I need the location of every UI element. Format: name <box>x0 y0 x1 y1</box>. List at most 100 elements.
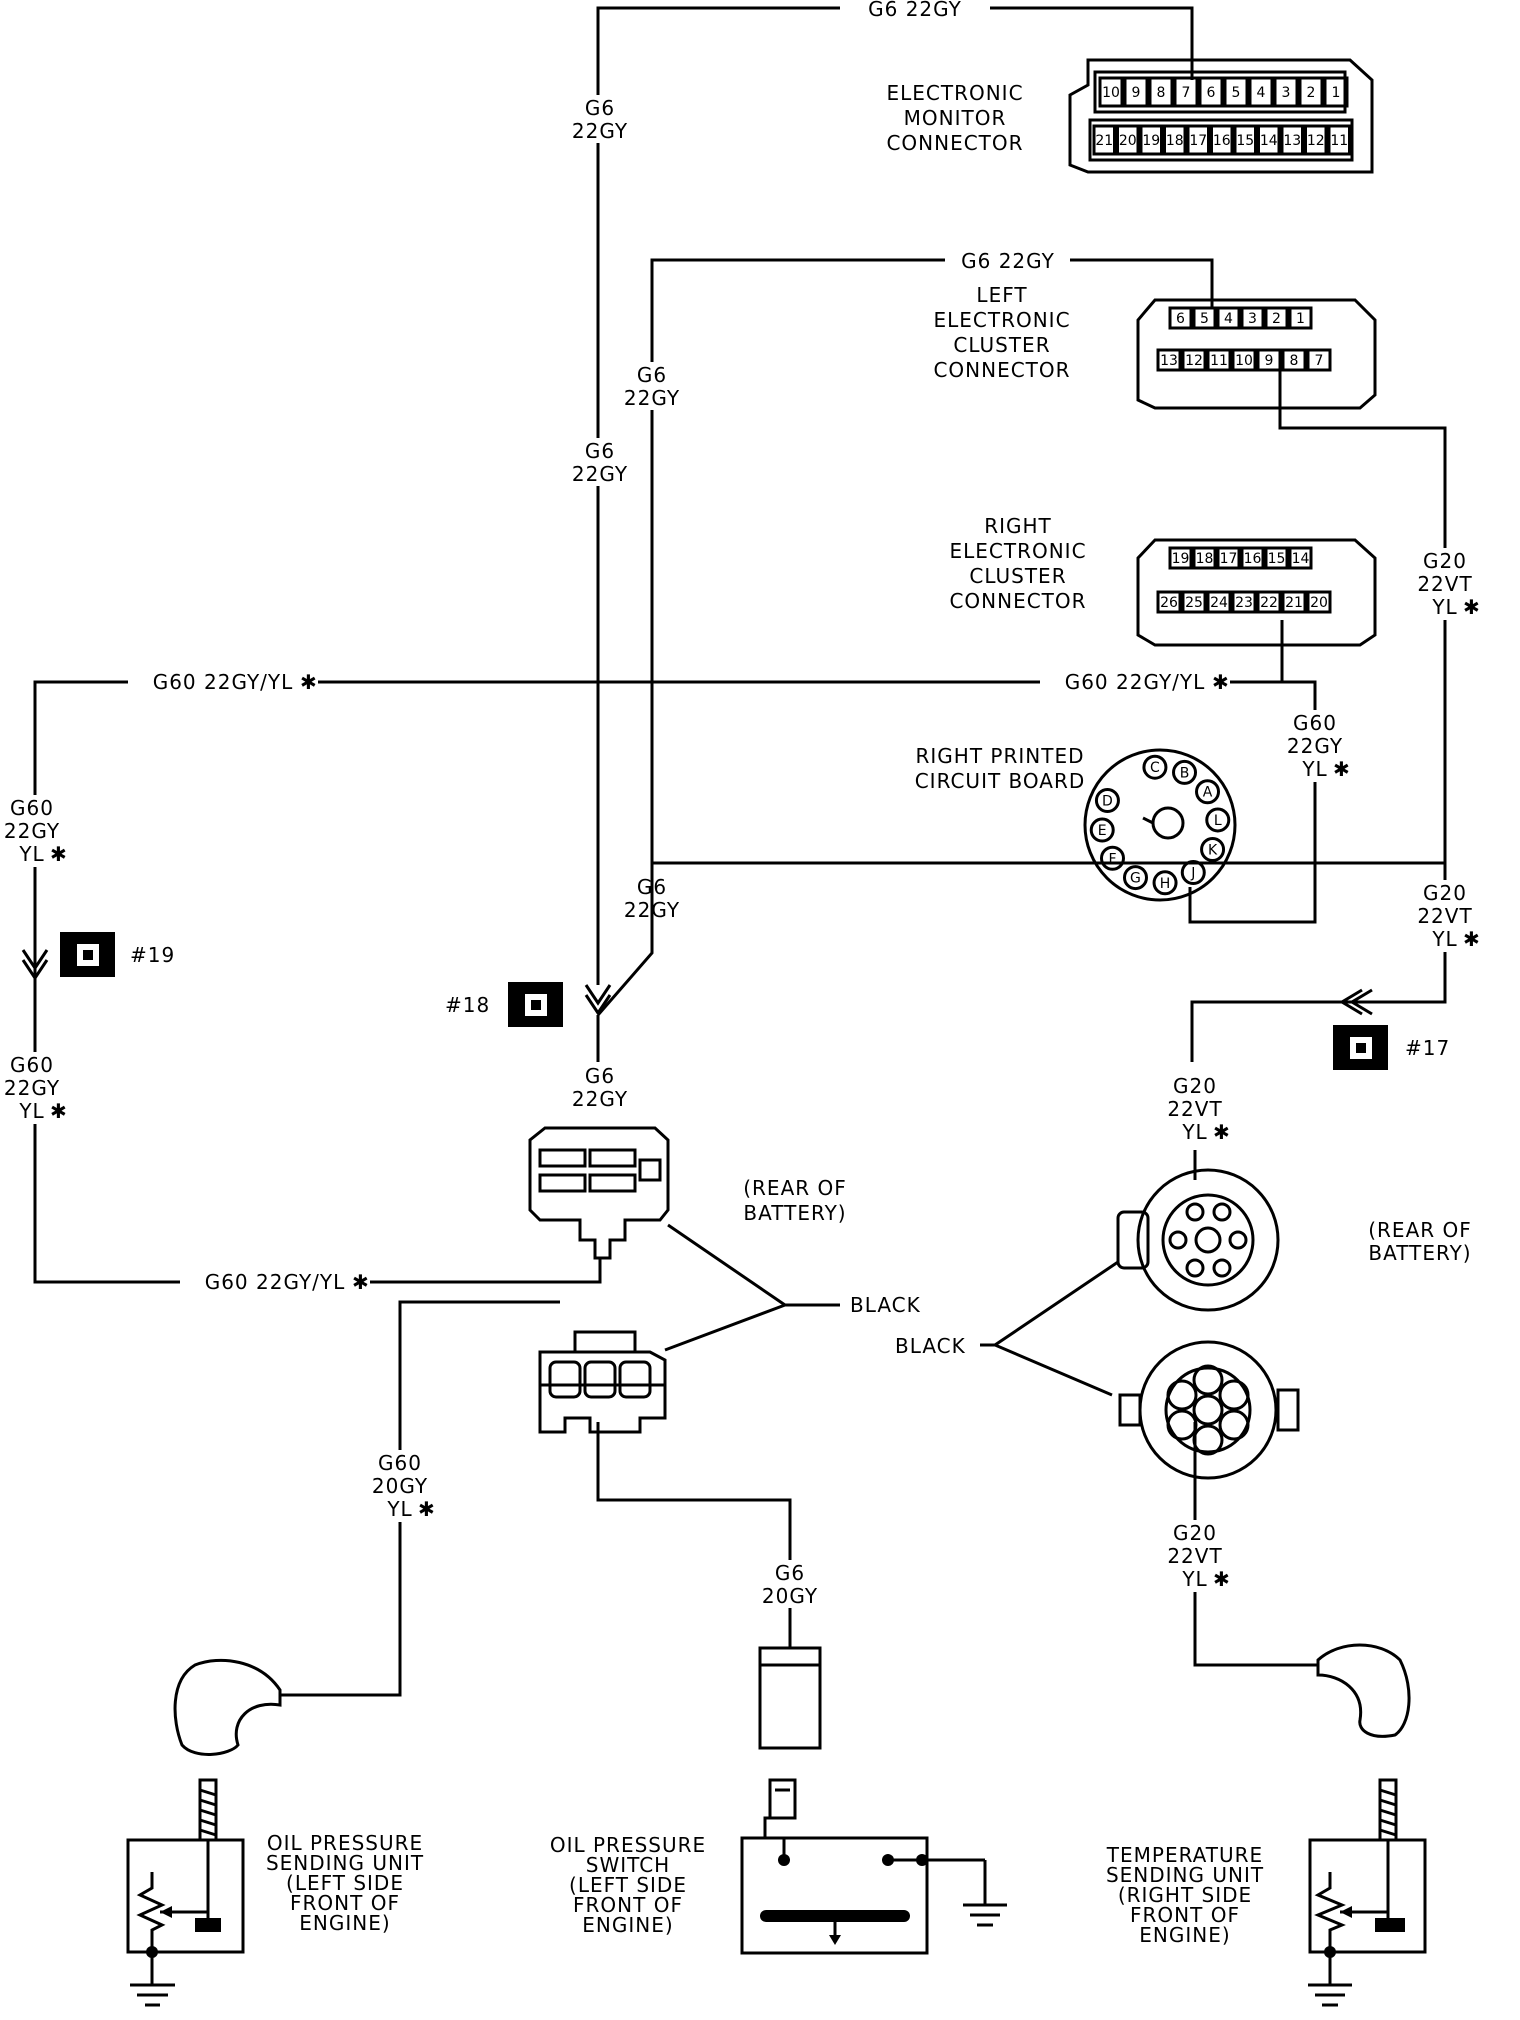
wire-label-g6-20gy-2: 20GY <box>762 1584 818 1608</box>
right-cluster-label-1: RIGHT <box>984 514 1052 538</box>
monitor-top-pin-number: 4 <box>1257 85 1266 101</box>
left-cluster-bottom-cavity <box>1281 348 1307 372</box>
monitor-top-cavity <box>1098 76 1124 108</box>
wire-label-g6-d2: 22GY <box>624 898 680 922</box>
left-cluster-bottom-cavity <box>1306 348 1332 372</box>
battery-connector-upper-right <box>1116 1168 1280 1312</box>
monitor-top-pin-number: 7 <box>1182 85 1191 101</box>
monitor-bottom-pin-number: 13 <box>1283 133 1301 149</box>
pcb-pin-circle <box>1180 860 1206 886</box>
left-cluster-bottom-pin-number: 8 <box>1290 353 1299 369</box>
left-cluster-bottom-pin-number: 13 <box>1160 353 1178 369</box>
wire-label-g60-left: G60 22GY/YL <box>153 670 294 694</box>
black-callout-left: BLACK <box>664 1223 920 1352</box>
pcb-pin-letter: L <box>1214 813 1222 829</box>
yl-star: ✱ <box>300 670 318 694</box>
pcb-label-1: RIGHT PRINTED <box>916 744 1085 768</box>
temp-sender-label-4: FRONT OF <box>1130 1903 1240 1927</box>
left-cluster-bottom-cavity <box>1206 348 1232 372</box>
wire-label-g20-a2: 22VT <box>1417 572 1472 596</box>
splice-18: #18 <box>445 982 612 1027</box>
wire-label-g20-b3: YL <box>1431 927 1457 951</box>
wire-label-g6-a1: G6 <box>585 96 615 120</box>
monitor-top-cavity <box>1298 76 1324 108</box>
oil-pressure-switch: OIL PRESSURE SWITCH (LEFT SIDE FRONT OF … <box>550 1778 1007 1955</box>
yl-star-markers: ✱✱✱✱✱✱✱✱✱✱✱ <box>50 595 1481 1591</box>
oil-switch-label-1: OIL PRESSURE <box>550 1833 706 1857</box>
monitor-top-cavity <box>1148 76 1174 108</box>
pcb-pin-circle <box>1152 870 1178 896</box>
pcb-pin-letter: G <box>1130 871 1141 887</box>
monitor-bottom-pin-number: 16 <box>1213 133 1231 149</box>
wire-label-g60-right: G60 22GY/YL <box>1065 670 1206 694</box>
oil-sender-label-1: OIL PRESSURE <box>267 1831 423 1855</box>
oil-switch-label-5: ENGINE) <box>582 1913 673 1937</box>
monitor-top-pin-number: 9 <box>1132 85 1141 101</box>
monitor-top-cavity <box>1248 76 1274 108</box>
wire-label-g6-d1: G6 <box>637 875 667 899</box>
yl-star: ✱ <box>50 842 68 866</box>
monitor-label-3: CONNECTOR <box>886 131 1023 155</box>
left-cluster-label-1: LEFT <box>976 283 1027 307</box>
rear-of-battery-note-right: (REAR OF BATTERY) <box>1368 1218 1471 1265</box>
right-cluster-top-pin-number: 16 <box>1244 551 1262 567</box>
yl-star: ✱ <box>1213 1120 1231 1144</box>
right-cluster-bottom-cavity <box>1206 590 1232 614</box>
rear-battery-right-2: BATTERY) <box>1368 1241 1471 1265</box>
yl-star: ✱ <box>1463 927 1481 951</box>
left-cluster-bottom-pin-number: 7 <box>1315 353 1324 369</box>
wire-label-g60-20gy-2: 20GY <box>372 1474 428 1498</box>
wire-label-g60-l6: YL <box>18 1099 44 1123</box>
right-cluster-top-cavity <box>1264 546 1289 570</box>
left-cluster-top-pin-number: 5 <box>1200 311 1209 327</box>
monitor-top-pin-number: 8 <box>1157 85 1166 101</box>
wire-label-g20-c1: G20 <box>1173 1074 1217 1098</box>
left-cluster-top-pin-number: 6 <box>1176 311 1185 327</box>
wire-label-g6-top: G6 22GY <box>868 0 962 21</box>
wire-label-g60-l3: YL <box>18 842 44 866</box>
battery-connector-lower-right <box>1118 1340 1300 1480</box>
splice-18-label: #18 <box>445 993 490 1017</box>
wire-label-g60-l1: G60 <box>10 796 54 820</box>
pcb-pin-letter: F <box>1108 851 1116 867</box>
monitor-bottom-pin-number: 18 <box>1166 133 1184 149</box>
pcb-pin-circle <box>1122 865 1148 891</box>
temp-sender-label-2: SENDING UNIT <box>1106 1863 1264 1887</box>
pcb-pin-letter: H <box>1160 876 1171 892</box>
oil-switch-pigtail <box>758 1646 822 1750</box>
pcb-pin-letter: B <box>1180 765 1190 781</box>
right-cluster-top-cavity <box>1288 546 1313 570</box>
right-cluster-top-cavity <box>1216 546 1241 570</box>
splice-19: #19 <box>21 932 174 981</box>
monitor-top-cavity <box>1173 76 1199 108</box>
right-cluster-top-cavity <box>1192 546 1217 570</box>
temp-sender-label-5: ENGINE) <box>1139 1923 1230 1947</box>
monitor-top-pin-number: 2 <box>1307 85 1316 101</box>
temp-sender-label-1: TEMPERATURE <box>1106 1843 1263 1867</box>
monitor-bottom-cavity <box>1257 124 1281 156</box>
left-cluster-top-cavity <box>1288 306 1313 330</box>
monitor-label-2: MONITOR <box>904 106 1007 130</box>
pcb-pin-circle <box>1205 807 1231 833</box>
monitor-top-cavity <box>1273 76 1299 108</box>
left-cluster-bottom-cavity <box>1231 348 1257 372</box>
monitor-top-pin-number: 10 <box>1102 85 1120 101</box>
right-cluster-label-3: CLUSTER <box>969 564 1066 588</box>
wire-label-g6-left-cluster: G6 22GY <box>961 249 1055 273</box>
battery-connector-upper-left <box>528 1126 670 1260</box>
right-cluster-bottom-pin-number: 21 <box>1285 595 1303 611</box>
right-cluster-top-pin-number: 18 <box>1196 551 1214 567</box>
pcb-label-2: CIRCUIT BOARD <box>915 769 1086 793</box>
wire-label-g20-c3: YL <box>1181 1120 1207 1144</box>
pcb-pin-circle <box>1099 845 1125 871</box>
wire-label-g20-d1: G20 <box>1173 1521 1217 1545</box>
monitor-bottom-pin-number: 12 <box>1307 133 1325 149</box>
wire-label-g60-l4: G60 <box>10 1053 54 1077</box>
oil-sender-label-2: SENDING UNIT <box>266 1851 424 1875</box>
wire-label-g60-l5: 22GY <box>4 1076 60 1100</box>
battery-connector-lower-left <box>538 1330 667 1434</box>
wire-label-g6-c2: 22GY <box>624 386 680 410</box>
